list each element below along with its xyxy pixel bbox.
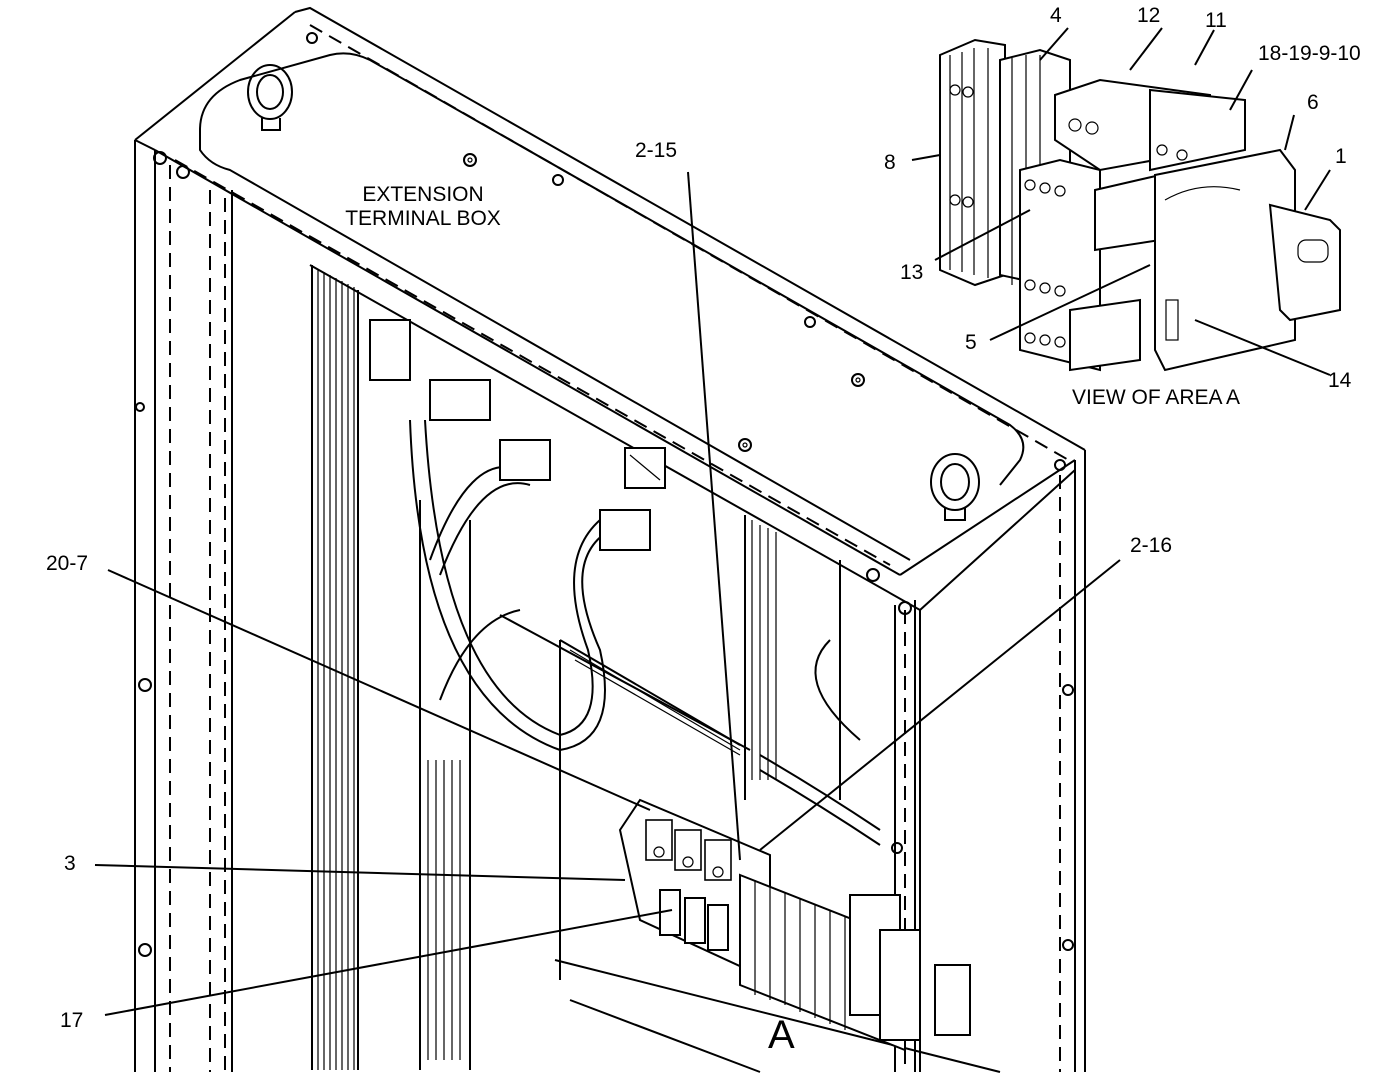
lifting-eye-left <box>247 64 293 131</box>
callout-5: 5 <box>965 331 977 354</box>
inset-area-a <box>939 38 1341 372</box>
internal-components <box>369 319 666 551</box>
view-of-area-caption: VIEW OF AREA A <box>1072 386 1241 409</box>
area-a-marker: A <box>768 1013 795 1057</box>
lifting-eye-right <box>930 453 980 521</box>
callout-14: 14 <box>1328 369 1352 392</box>
callout-6: 6 <box>1307 91 1319 114</box>
extension-terminal-box-caption: EXTENSION TERMINAL BOX <box>333 183 513 231</box>
callout-2-16: 2-16 <box>1130 534 1173 557</box>
callout-20-7: 20-7 <box>46 552 89 575</box>
center-duct <box>499 614 1001 1073</box>
callout-3: 3 <box>64 852 76 875</box>
callout-12: 12 <box>1137 4 1161 27</box>
callout-13: 13 <box>900 261 924 284</box>
callout-18-19-9-10: 18-19-9-10 <box>1258 42 1361 65</box>
callout-11: 11 <box>1205 9 1227 32</box>
callout-4: 4 <box>1050 4 1062 27</box>
caption-line-2: TERMINAL BOX <box>345 207 501 230</box>
terminal-strip-area-a <box>618 798 971 1052</box>
left-wiring-duct <box>311 265 471 1070</box>
frame-bolts <box>135 32 1074 957</box>
callout-17: 17 <box>60 1009 84 1032</box>
callout-1: 1 <box>1335 145 1347 168</box>
callout-8: 8 <box>884 151 896 174</box>
leader-lines <box>94 27 1331 1016</box>
caption-line-1: EXTENSION <box>362 183 484 206</box>
callout-2-15: 2-15 <box>635 139 678 162</box>
right-wiring-duct <box>744 515 881 846</box>
